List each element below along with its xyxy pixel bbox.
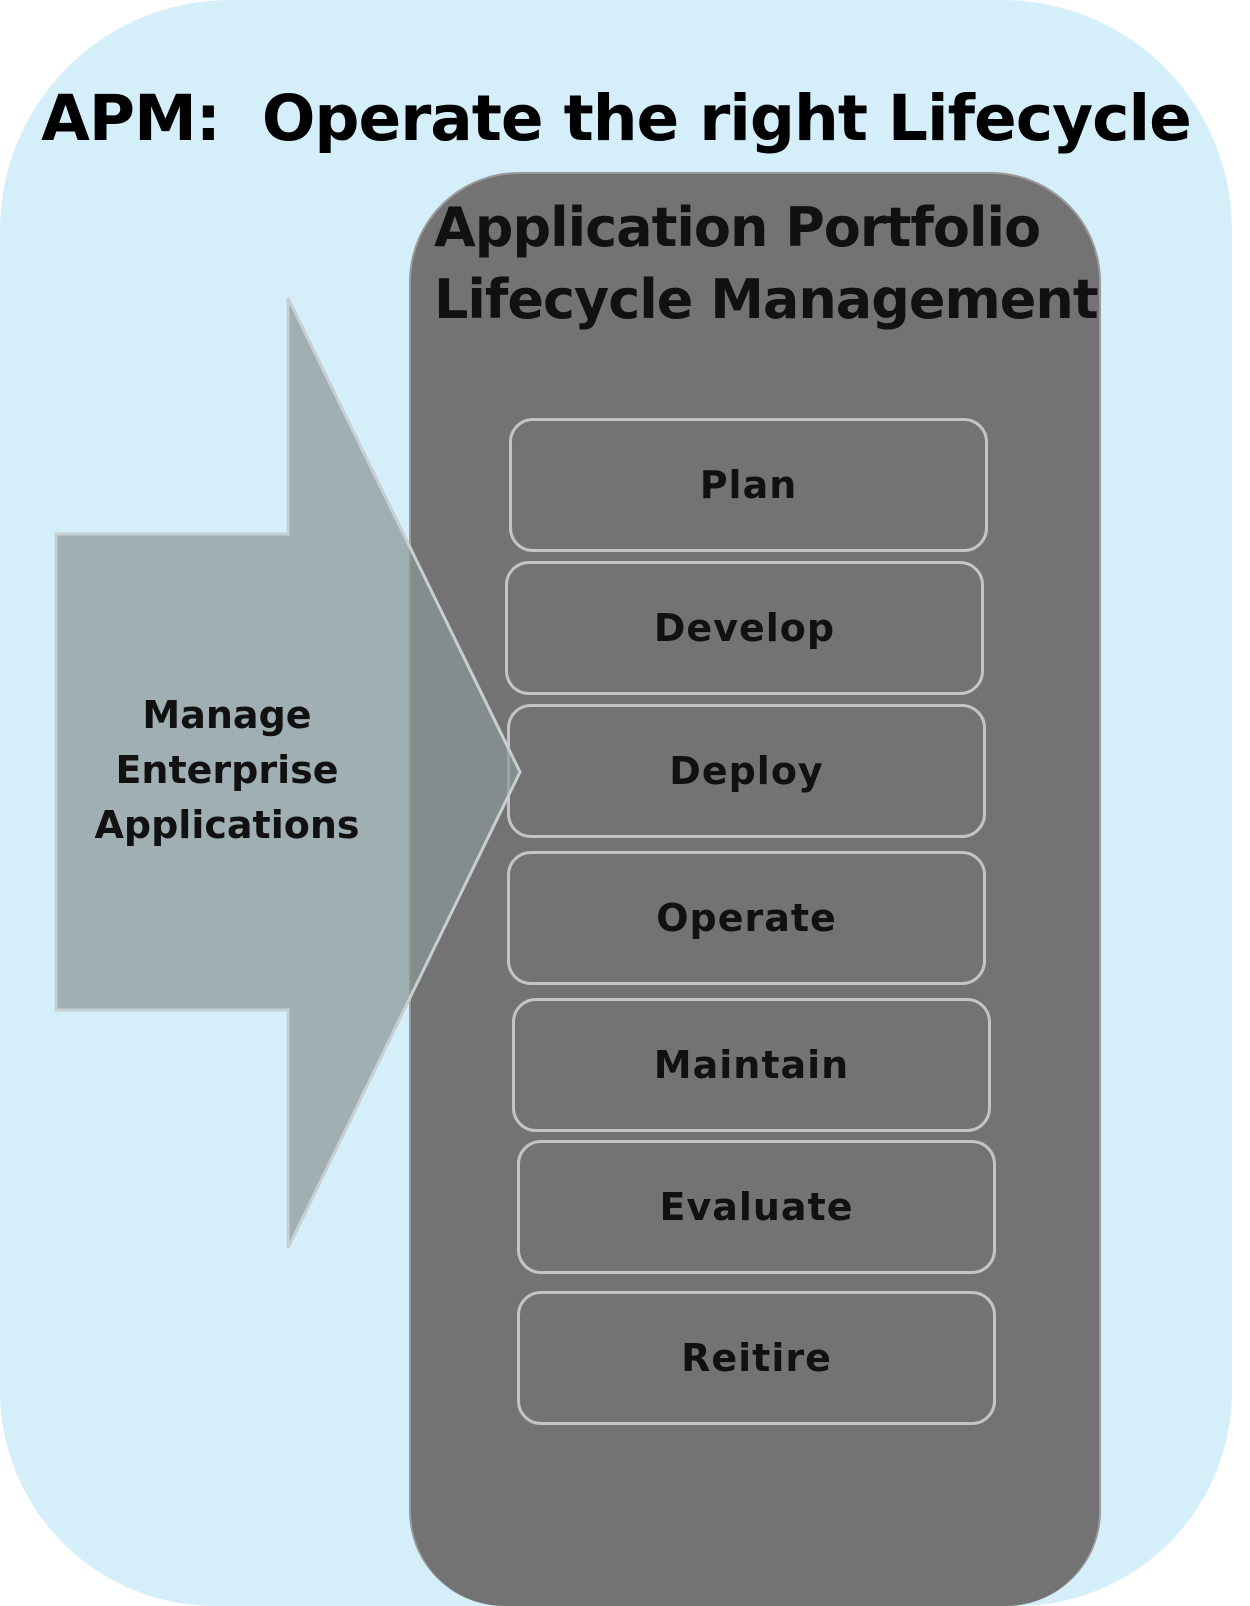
stage-deploy: Deploy <box>507 704 986 838</box>
stage-label: Operate <box>656 896 837 940</box>
stage-label: Develop <box>653 606 836 650</box>
input-arrow-line-1: Manage <box>142 693 312 737</box>
panel-title-line-2: Lifecycle Management <box>434 268 1099 331</box>
stage-label: Deploy <box>669 749 824 793</box>
stage-maintain: Maintain <box>512 998 991 1132</box>
input-arrow-label: Manage Enterprise Applications <box>56 688 398 853</box>
stage-label: Reitire <box>681 1336 832 1380</box>
stage-operate: Operate <box>507 851 986 985</box>
diagram-title: APM: Operate the right Lifecycle <box>41 82 1192 155</box>
stage-label: Maintain <box>653 1043 850 1087</box>
stage-label: Plan <box>699 463 798 507</box>
stage-reitire: Reitire <box>517 1291 996 1425</box>
panel-title-line-1: Application Portfolio <box>434 196 1041 259</box>
stage-label: Evaluate <box>659 1185 854 1229</box>
panel-title: Application Portfolio Lifecycle Manageme… <box>434 192 1114 336</box>
input-arrow-line-3: Applications <box>94 803 360 847</box>
input-arrow-line-2: Enterprise <box>115 748 339 792</box>
stage-develop: Develop <box>505 561 984 695</box>
stage-evaluate: Evaluate <box>517 1140 996 1274</box>
stage-plan: Plan <box>509 418 988 552</box>
